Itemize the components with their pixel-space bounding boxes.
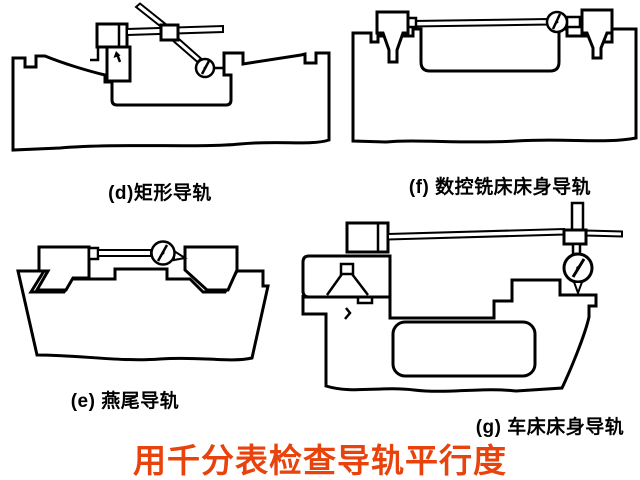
saddle: [301, 254, 392, 299]
clamp-block: [159, 23, 180, 42]
v-block-right: [580, 8, 614, 60]
page-title: 用千分表检查导轨平行度: [133, 442, 507, 479]
vertical-post: [570, 201, 585, 232]
diagram-cnc-milling-bed-guideway: [351, 8, 638, 144]
clamp-block: [562, 228, 588, 246]
indicator-neck: [571, 242, 582, 256]
bed-outline: [16, 267, 270, 362]
dovetail-block-right: [183, 245, 239, 292]
bed-outline: [301, 278, 598, 393]
measuring-rod: [411, 17, 549, 28]
indicator-tip: [572, 281, 584, 296]
arrow-up-icon: [113, 51, 121, 58]
diagram-lathe-bed-guideway: [301, 201, 623, 393]
v-way-nub: [339, 262, 355, 276]
measuring-rod: [87, 246, 152, 261]
measuring-rod: [387, 227, 565, 241]
bed-cavity: [391, 320, 537, 378]
dial-indicator-icon: [562, 252, 594, 296]
diagram-rectangular-guideway: [11, 2, 331, 152]
carriage-block: [345, 221, 390, 254]
caption-cnc-milling-bed-guideway: (f) 数控铣床床身导轨: [408, 177, 592, 198]
bed-notch: [344, 307, 352, 320]
measuring-rod-stub: [585, 229, 623, 238]
v-block-left: [375, 10, 418, 64]
dial-indicator-icon: [194, 57, 224, 79]
bed-outline: [11, 51, 331, 152]
diagram-dovetail-guideway: [16, 240, 270, 362]
caption-dovetail-guideway: (e) 燕尾导轨: [70, 391, 180, 412]
caption-rectangular-guideway: (d)矩形导轨: [108, 183, 212, 204]
dial-indicator-icon: [545, 10, 582, 34]
dial-indicator-icon: [150, 240, 188, 266]
caption-lathe-bed-guideway: (g) 车床床身导轨: [475, 417, 625, 438]
